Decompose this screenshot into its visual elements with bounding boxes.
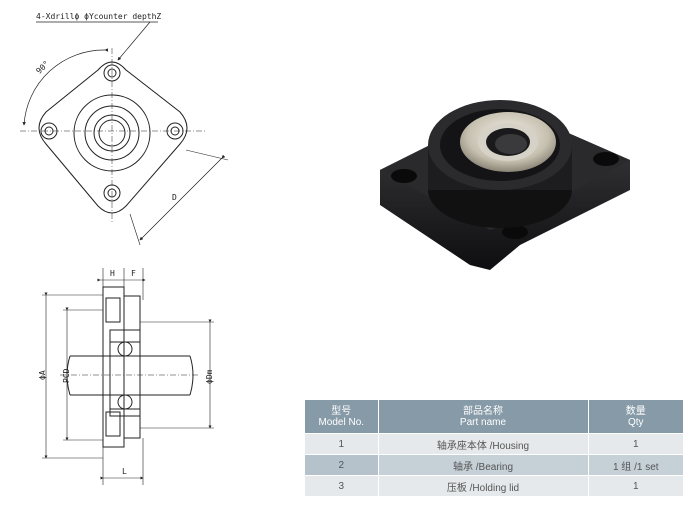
table-header-row: 型号 Model No. 部品名称 Part name 数量 Qty (305, 400, 683, 434)
l-label: L (122, 467, 127, 476)
cell-qty: 1 (588, 475, 683, 496)
phi-dm-label: ϕDm (205, 369, 214, 384)
h-label: H (110, 269, 115, 278)
header-qty: 数量 Qty (588, 400, 683, 434)
cell-qty: 1 (588, 433, 683, 455)
pcd-label: PCD (62, 368, 71, 383)
section-view (42, 268, 214, 485)
top-view (20, 48, 205, 222)
header-model: 型号 Model No. (305, 400, 379, 434)
cell-model: 3 (305, 475, 379, 496)
technical-drawing: 4-Xdrillϕ ϕYcounter depthZ 90° D (20, 12, 229, 485)
drill-annotation: 4-Xdrillϕ ϕYcounter depthZ (36, 12, 161, 21)
header-part-name: 部品名称 Part name (378, 400, 589, 434)
cell-part: 压板 /Holding lid (378, 475, 589, 496)
product-photo (380, 100, 630, 270)
cell-part: 轴承 /Bearing (378, 454, 589, 476)
cell-model: 2 (305, 454, 379, 476)
parts-table: 型号 Model No. 部品名称 Part name 数量 Qty 1 轴承座… (305, 400, 683, 496)
angle-label: 90° (34, 59, 51, 76)
table-row: 1 轴承座本体 /Housing 1 (305, 433, 683, 455)
phi-a-label: ϕA (38, 370, 47, 380)
table-row: 3 压板 /Holding lid 1 (305, 475, 683, 496)
square-label: D (172, 193, 177, 202)
f-label: F (131, 269, 136, 278)
cell-model: 1 (305, 433, 379, 455)
table-row: 2 轴承 /Bearing 1 组 /1 set (305, 454, 683, 476)
cell-qty: 1 组 /1 set (588, 454, 683, 476)
cell-part: 轴承座本体 /Housing (378, 433, 589, 455)
